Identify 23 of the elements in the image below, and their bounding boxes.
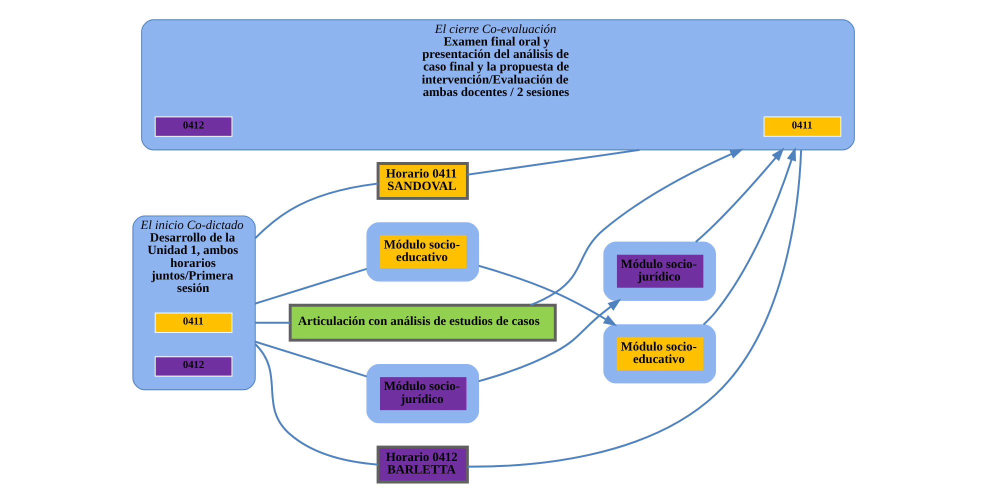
- arrow: [478, 264, 618, 326]
- node-box: Horario 0411 SANDOVAL: [376, 162, 469, 200]
- connector: [254, 268, 367, 305]
- node-box: 0412: [154, 356, 232, 377]
- arrow: [702, 147, 796, 326]
- node-box: Módulo socio-jurídico: [366, 364, 480, 424]
- node-box: 0411: [154, 312, 232, 333]
- arrow: [478, 298, 622, 382]
- connector: [255, 322, 290, 324]
- node-box: Módulo socio-educativo: [603, 324, 716, 384]
- node-box: Módulo socio-jurídico: [603, 242, 716, 301]
- connector: [254, 182, 378, 239]
- arrow: [530, 148, 744, 306]
- connector: [467, 148, 640, 176]
- node-box: 0412: [154, 116, 232, 137]
- connector: [254, 343, 378, 466]
- node-box: 0411: [764, 116, 842, 137]
- node-box: Articulación con análisis de estudios de casos: [288, 304, 557, 342]
- node-box: Horario 0412 BARLETTA: [376, 446, 469, 484]
- connector: [254, 340, 368, 378]
- arrow: [695, 148, 784, 243]
- connector: [467, 150, 802, 468]
- node-box: Módulo socio-educativo: [366, 222, 480, 282]
